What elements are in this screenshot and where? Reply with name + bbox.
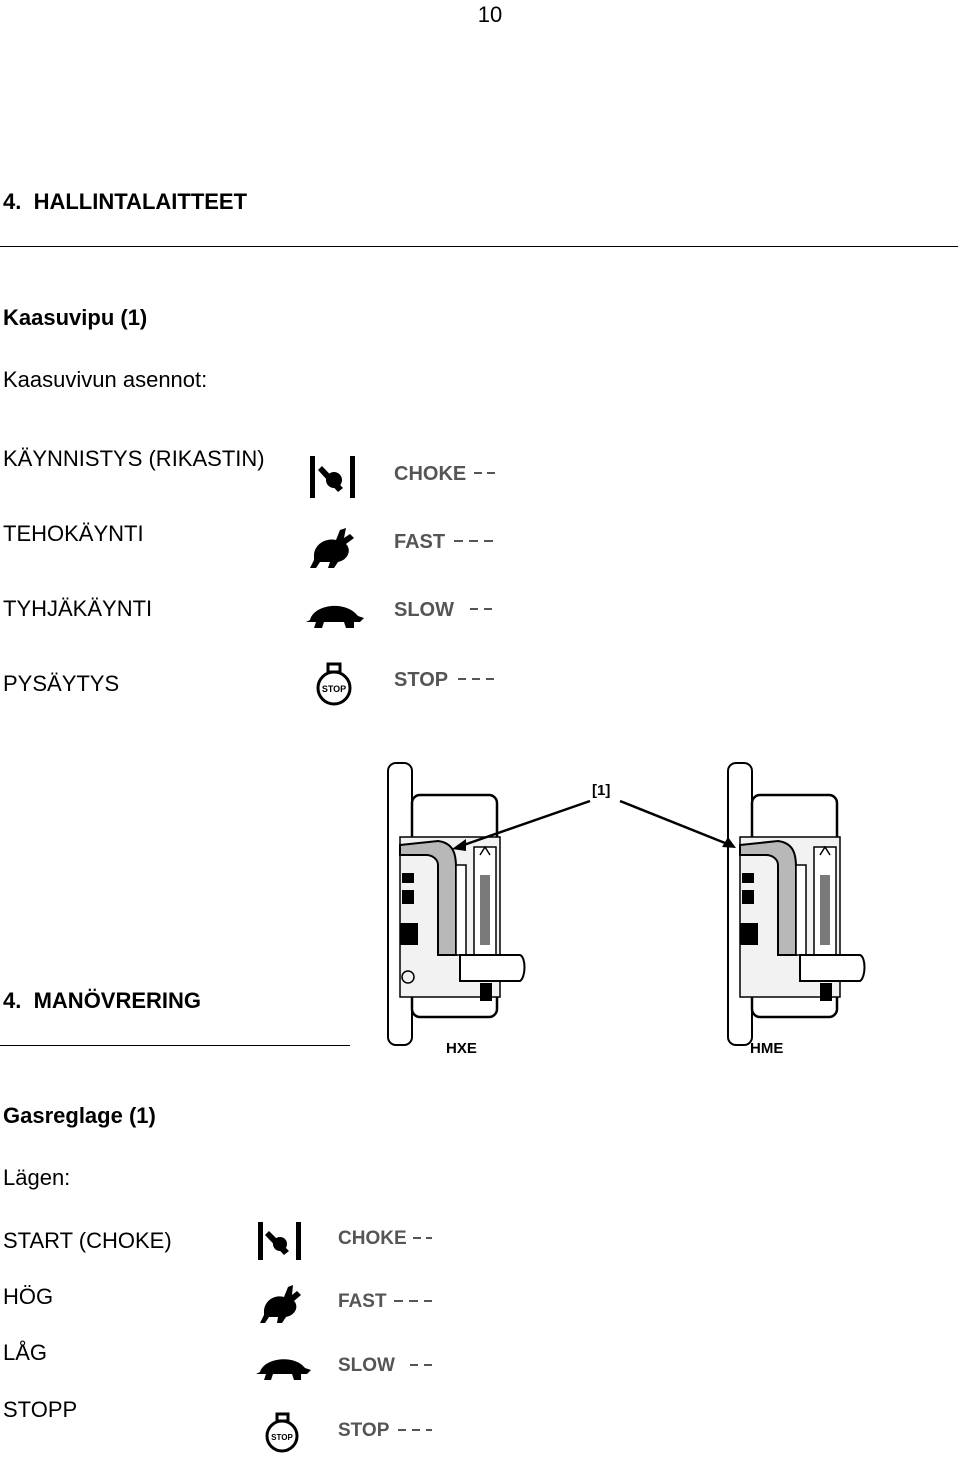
heading-number: 4. xyxy=(3,988,22,1013)
turtle-icon xyxy=(306,605,364,628)
section-heading-fi: 4. HALLINTALAITTEET xyxy=(3,189,247,215)
stop-badge: STOP xyxy=(271,1433,293,1442)
subheading-sv: Gasreglage (1) xyxy=(3,1103,156,1128)
choke-text: CHOKE xyxy=(394,463,466,485)
heading-number: 4. xyxy=(3,189,22,214)
subheading-fi: Kaasuvipu (1) xyxy=(3,305,148,330)
stop-text: STOP xyxy=(394,669,448,691)
throttle-unit-hme xyxy=(727,762,866,1046)
intro-sv: Lägen: xyxy=(3,1165,71,1190)
throttle-lever-figure: HXE HME [1] xyxy=(387,762,866,1057)
choke-text: CHOKE xyxy=(338,1228,407,1249)
position-label-start: START (CHOKE) xyxy=(3,1228,172,1253)
section-heading-sv: 4. MANÖVRERING xyxy=(3,988,201,1014)
position-label-hog: HÖG xyxy=(3,1284,54,1309)
heading-rule xyxy=(0,246,958,247)
turtle-icon xyxy=(256,1359,311,1380)
throttle-unit-hxe xyxy=(387,762,526,1046)
callout-arrow-left xyxy=(457,799,591,849)
position-label-choke: KÄYNNISTYS (RIKASTIN) xyxy=(3,446,265,471)
callout-arrow-right xyxy=(619,799,731,847)
rabbit-icon xyxy=(310,528,354,568)
page-number: 10 xyxy=(477,2,503,27)
position-label-lag: LÅG xyxy=(3,1340,48,1365)
symbol-legend-sv: CHOKE FAST SLOW STOP STOP xyxy=(256,1222,432,1453)
heading-rule xyxy=(0,1045,350,1046)
choke-icon xyxy=(258,1222,301,1260)
choke-icon xyxy=(310,456,355,498)
position-label-fast: TEHOKÄYNTI xyxy=(3,521,144,546)
callout-label: [1] xyxy=(592,782,610,799)
rabbit-icon xyxy=(260,1285,301,1323)
position-label-stop: PYSÄYTYS xyxy=(3,671,120,696)
heading-text: MANÖVRERING xyxy=(33,988,202,1013)
fast-text: FAST xyxy=(394,531,445,553)
slow-text: SLOW xyxy=(338,1355,395,1376)
intro-fi: Kaasuvivun asennot: xyxy=(3,367,208,392)
slow-text: SLOW xyxy=(394,599,454,621)
heading-text: HALLINTALAITTEET xyxy=(33,189,248,214)
model-label-hxe: HXE xyxy=(446,1040,477,1057)
stop-icon: STOP xyxy=(316,662,352,706)
stop-icon: STOP xyxy=(265,1412,299,1453)
fast-text: FAST xyxy=(338,1291,387,1312)
symbol-legend: CHOKE FAST SLOW STOP STOP xyxy=(306,456,495,706)
position-label-slow: TYHJÄKÄYNTI xyxy=(3,596,153,621)
model-label-hme: HME xyxy=(750,1040,783,1057)
position-label-stopp: STOPP xyxy=(3,1397,78,1422)
stop-text: STOP xyxy=(338,1420,390,1441)
stop-badge: STOP xyxy=(322,684,346,694)
